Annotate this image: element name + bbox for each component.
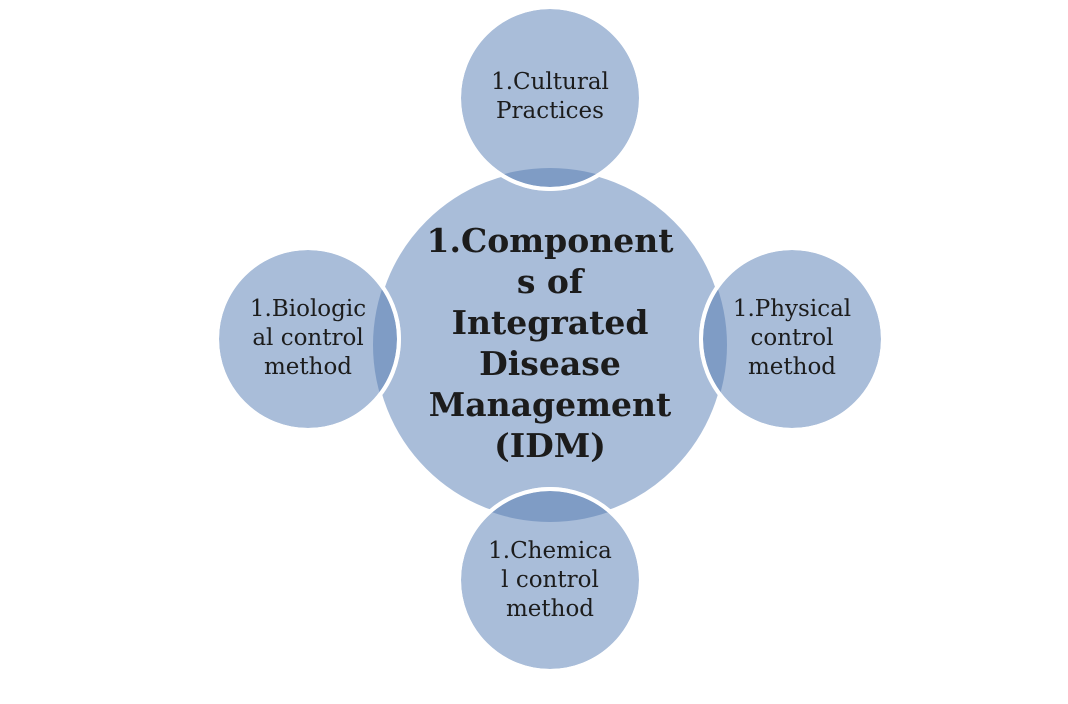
center-label-line: s of	[516, 262, 584, 301]
separator-right	[699, 246, 885, 432]
cultural-practices-label: 1.Cultural Practices	[480, 42, 620, 152]
center-label: 1.Component s of Integrated Disease Mana…	[420, 208, 680, 478]
separator-top	[457, 5, 643, 191]
biological-control-label: 1.Biologic al control method	[238, 283, 378, 393]
chemical-control-label: 1.Chemica l control method	[480, 525, 620, 635]
satellite-label-line: 1.Chemica	[488, 537, 612, 564]
separator-bottom	[457, 487, 643, 673]
satellite-label-line: method	[505, 595, 595, 622]
satellite-label-line: 1.Biologic	[249, 295, 367, 322]
center-label-line: Management	[428, 385, 672, 424]
physical-control-label: 1.Physical control method	[722, 283, 862, 393]
satellite-label-line: l control	[501, 566, 599, 593]
separator-left	[215, 246, 401, 432]
satellite-label-line: 1.Physical	[732, 295, 852, 322]
satellite-label-line: al control	[252, 324, 364, 351]
satellite-label-line: control	[750, 324, 834, 351]
satellite-label-line: 1.Cultural	[491, 69, 609, 95]
satellite-label-line: method	[747, 353, 837, 380]
center-label-line: Integrated	[451, 303, 649, 342]
center-label-line: (IDM)	[494, 426, 606, 465]
satellite-label-line: method	[263, 353, 353, 380]
satellite-label-line: Practices	[496, 98, 604, 124]
center-label-line: 1.Component	[426, 221, 674, 260]
center-label-line: Disease	[479, 344, 621, 383]
